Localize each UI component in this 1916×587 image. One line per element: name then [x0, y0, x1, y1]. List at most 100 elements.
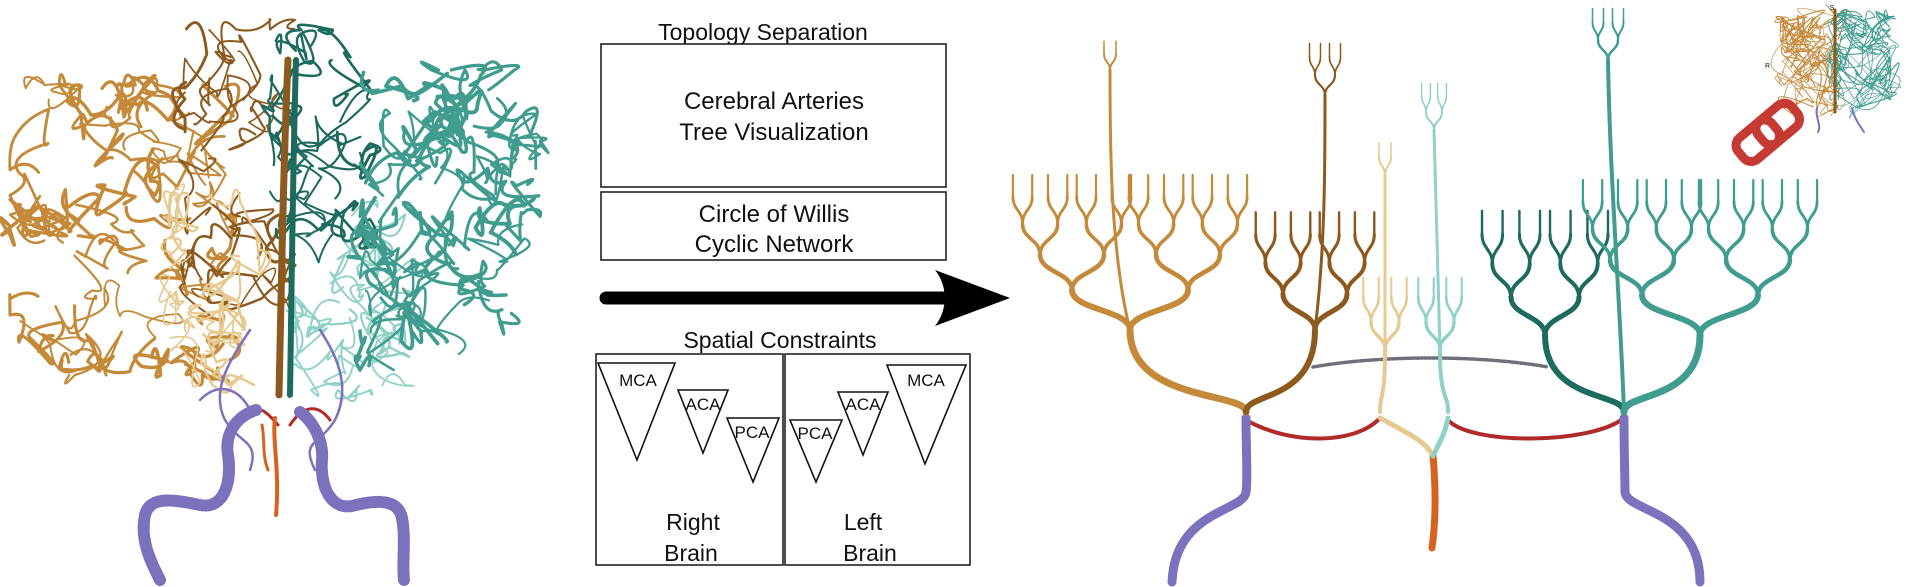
tree-branch	[1597, 21, 1605, 41]
right-pca-vessel	[208, 188, 272, 276]
inset-vessel	[1827, 10, 1876, 83]
left-mca-vessel	[430, 211, 488, 252]
basilar-3d-b	[260, 423, 270, 472]
inset-carotid	[1815, 107, 1865, 133]
tree-branch	[1416, 296, 1428, 324]
tree-branch	[1281, 260, 1303, 296]
inset-vessel	[1775, 15, 1806, 69]
tree-branch	[1761, 200, 1774, 231]
right-aca-vessel	[216, 18, 297, 109]
right-aca-vessel	[175, 74, 251, 124]
right-pca-vessel	[187, 265, 247, 331]
right-mca-vessel	[79, 122, 160, 151]
inset-vessel	[1848, 53, 1881, 119]
right-brain-label-1: Right	[666, 509, 720, 535]
right-aca-vessel	[237, 50, 289, 133]
left-pca-label: PCA	[798, 424, 834, 443]
right-aca-triangle	[676, 389, 730, 456]
right-aca-label: ACA	[686, 395, 722, 414]
left-mca-triangle	[885, 364, 968, 467]
tree-branch	[1075, 195, 1088, 226]
3d-vessel-rendering	[0, 18, 550, 586]
tree-branch	[1327, 260, 1349, 296]
right-mca-vessel	[178, 252, 224, 302]
willis-dotted-link	[1311, 356, 1550, 369]
left-pca-connector	[1430, 415, 1451, 459]
left-mca-vessel	[366, 229, 456, 352]
tree-branch	[1108, 68, 1132, 332]
tree-branch	[1441, 95, 1448, 113]
left-mca-tree	[1581, 7, 1819, 416]
basilar-trunk	[1428, 451, 1439, 552]
tree-branch	[1384, 156, 1392, 176]
tree-branch	[1109, 53, 1117, 71]
right-aca-vessel	[171, 21, 209, 134]
transform-arrow-head	[935, 270, 1010, 326]
tree-branch	[1328, 56, 1336, 76]
tree-branch	[1724, 227, 1746, 262]
left-mca-label: MCA	[907, 371, 945, 390]
inset-left-hemisphere	[1822, 8, 1902, 119]
tree-branch	[1508, 294, 1548, 338]
tree-branch	[1558, 261, 1581, 299]
right-mca-vessel	[19, 320, 86, 374]
tree-branch	[1263, 260, 1285, 296]
left-pca-vessel	[334, 384, 374, 403]
tree-branch	[1425, 95, 1432, 113]
tree-branch	[1011, 195, 1024, 226]
tree-branch	[1369, 320, 1387, 352]
tree-branch	[1654, 227, 1676, 262]
right-mca-tree	[1011, 40, 1250, 416]
tree-branch	[1697, 292, 1761, 338]
right-mca-vessel	[57, 73, 162, 203]
willis-box-line2: Cyclic Network	[695, 231, 855, 258]
tree-branch	[1069, 287, 1133, 333]
tree-branch	[1263, 232, 1277, 264]
right-aca-tree	[1243, 42, 1376, 415]
tree-branch	[1353, 232, 1367, 264]
left-mca-vessel	[455, 166, 541, 199]
left-brain-label-1: Left	[844, 509, 883, 535]
left-mca-vessel	[476, 279, 521, 336]
tree-branch	[1191, 195, 1204, 226]
right-aca-vessels	[171, 18, 297, 318]
right-mca-vessel	[115, 73, 158, 129]
right-mca-vessels	[0, 73, 242, 387]
topology-heading: Topology Separation	[658, 19, 868, 45]
center-panel: Topology Separation Cerebral Arteries Tr…	[595, 19, 1010, 566]
tree-stem	[1542, 332, 1627, 415]
tree-branch	[1480, 232, 1494, 266]
left-aca-label: ACA	[846, 395, 882, 414]
left-aca-vessel	[260, 59, 323, 139]
tree-branch	[1185, 252, 1223, 293]
tree-branch	[1313, 93, 1327, 332]
tree-branch	[1611, 21, 1619, 41]
tree-visualization-box	[600, 43, 947, 188]
right-mca-vessel	[150, 129, 195, 166]
tree-box-line1: Cerebral Arteries	[684, 88, 864, 115]
willis-network-box	[600, 191, 947, 261]
left-mca-vessel	[399, 305, 449, 351]
right-communicating-artery	[1244, 416, 1382, 441]
tree-branch	[1796, 200, 1809, 231]
tree-branch	[1020, 222, 1042, 257]
right-mca-vessel	[133, 346, 170, 379]
tree-branch	[1200, 195, 1214, 226]
tree-branch	[1153, 252, 1191, 293]
left-aca-vessel	[328, 58, 371, 107]
link-icon-ring-a	[1731, 115, 1785, 166]
left-pca-triangle	[788, 419, 844, 485]
right-pca-vessel	[163, 190, 180, 228]
tree-branch	[1084, 195, 1098, 226]
tree-branch	[1788, 227, 1810, 262]
left-mca-vessel	[401, 200, 485, 279]
left-pca-vessel	[329, 242, 365, 303]
left-pca-tree	[1416, 82, 1464, 414]
tree-branch	[1528, 232, 1542, 266]
tree-branch	[1577, 261, 1600, 299]
tree-branch	[1490, 232, 1505, 266]
tree-branch	[1645, 200, 1658, 231]
midline-aca-trunk-right	[275, 56, 292, 399]
inset-vessel	[1789, 17, 1830, 108]
